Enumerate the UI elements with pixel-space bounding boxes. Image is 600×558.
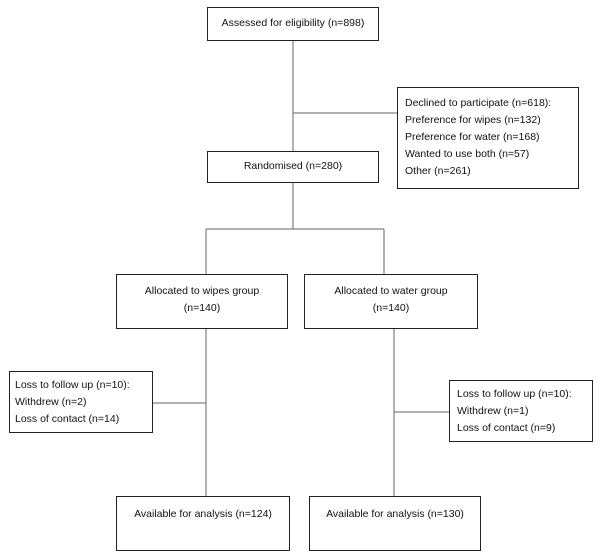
water-group-count: (n=140) (372, 302, 410, 314)
eligibility-box: Assessed for eligibility (n=898) (207, 7, 379, 41)
wipes-group-box: Allocated to wipes group (n=140) (116, 274, 288, 329)
declined-item-other: Other (n=261) (405, 165, 471, 177)
wipes-group-count: (n=140) (183, 302, 221, 314)
water-loss-box: Loss to follow up (n=10): Withdrew (n=1)… (449, 380, 593, 442)
wipes-loss-withdrew: Withdrew (n=2) (15, 396, 87, 408)
wipes-loss-contact: Loss of contact (n=14) (15, 413, 120, 425)
wipes-loss-box: Loss to follow up (n=10): Withdrew (n=2)… (9, 371, 153, 433)
declined-item-wipes: Preference for wipes (n=132) (405, 114, 541, 126)
water-loss-title: Loss to follow up (n=10): (457, 388, 572, 400)
water-available-box: Available for analysis (n=130) (309, 496, 481, 551)
water-available-label: Available for analysis (n=130) (326, 508, 464, 520)
declined-item-both: Wanted to use both (n=57) (405, 148, 530, 160)
water-loss-withdrew: Withdrew (n=1) (457, 405, 529, 417)
water-group-box: Allocated to water group (n=140) (304, 274, 478, 329)
eligibility-label: Assessed for eligibility (n=898) (221, 17, 365, 29)
randomised-label: Randomised (n=280) (243, 160, 343, 172)
randomised-box: Randomised (n=280) (207, 151, 379, 183)
wipes-available-label: Available for analysis (n=124) (134, 508, 272, 520)
declined-title: Declined to participate (n=618): (405, 97, 552, 109)
water-loss-contact: Loss of contact (n=9) (457, 422, 556, 434)
wipes-group-title: Allocated to wipes group (144, 285, 260, 297)
declined-box: Declined to participate (n=618): Prefere… (397, 87, 579, 189)
water-group-title: Allocated to water group (334, 285, 448, 297)
wipes-available-box: Available for analysis (n=124) (116, 496, 290, 551)
declined-item-water: Preference for water (n=168) (405, 131, 540, 143)
wipes-loss-title: Loss to follow up (n=10): (15, 379, 130, 391)
